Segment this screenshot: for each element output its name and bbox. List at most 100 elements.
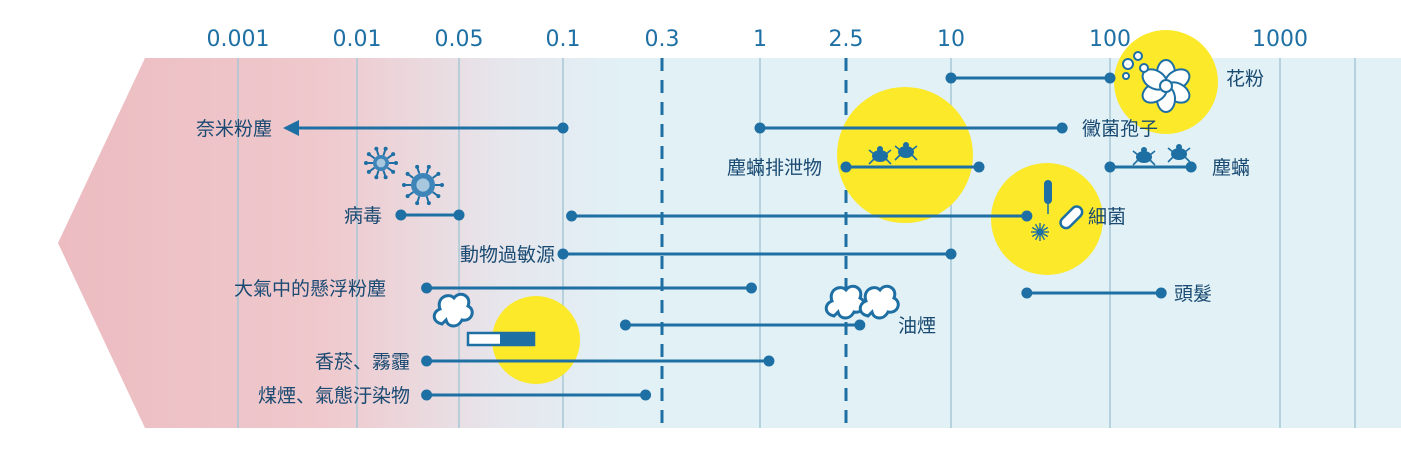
virus-spike-tip: [366, 169, 371, 174]
virus-spike-tip: [383, 146, 388, 151]
cocci-body: [1036, 228, 1044, 236]
range-endpoint: [640, 389, 652, 401]
mite-leg: [894, 145, 901, 151]
virus-spike-tip: [426, 201, 431, 206]
range-label: 大氣中的懸浮粉塵: [234, 278, 386, 300]
range-endpoint: [754, 122, 766, 134]
mite-leg: [911, 145, 918, 151]
range-endpoint: [1104, 161, 1116, 173]
range-endpoint: [1185, 161, 1197, 173]
dust-mite-icon: [894, 142, 918, 161]
virus-spike: [369, 153, 376, 160]
virus-icon: [364, 146, 398, 180]
tick-label: 0.05: [435, 27, 484, 52]
range-row: 黴菌孢子: [754, 118, 1158, 140]
range-label: 細菌: [1088, 206, 1126, 228]
range-endpoint: [557, 122, 569, 134]
range-endpoint: [745, 282, 757, 294]
tick-label: 0.001: [207, 27, 270, 52]
mite-head: [1141, 147, 1147, 153]
pollen-grain: [1139, 63, 1149, 73]
mite-leg: [911, 154, 918, 161]
range-label: 塵蟎排泄物: [727, 157, 822, 179]
bacteria-icon: [1031, 180, 1084, 241]
mite-leg: [885, 149, 892, 155]
range-row: 大氣中的懸浮粉塵: [234, 278, 757, 300]
virus-spike-tip: [374, 175, 379, 180]
range-endpoint: [854, 319, 866, 331]
range-label: 香菸、霧霾: [315, 351, 410, 373]
range-endpoint: [1104, 72, 1116, 84]
mite-leg: [1149, 159, 1156, 166]
virus-spike-tip: [374, 146, 379, 151]
range-endpoint: [1021, 210, 1033, 222]
range-row: 奈米粉塵: [196, 118, 569, 140]
range-label: 花粉: [1226, 68, 1264, 90]
dust-mite-icon: [1132, 147, 1156, 166]
range-arrowhead: [283, 120, 299, 136]
range-label: 油煙: [898, 315, 936, 337]
virus-spike-tip: [391, 169, 396, 174]
mite-leg: [894, 154, 901, 161]
dust-mite-icon: [1167, 144, 1191, 163]
range-endpoint: [1056, 122, 1068, 134]
virus-spike-tip: [440, 183, 444, 187]
mite-head: [903, 142, 909, 148]
puff-shape: [824, 284, 866, 320]
range-endpoint: [395, 209, 407, 221]
range-row: 頭髮: [1021, 283, 1212, 305]
mite-body: [1136, 151, 1152, 163]
tick-label: 0.1: [546, 27, 581, 52]
cigarette-filter: [500, 333, 534, 345]
mite-leg: [1184, 147, 1191, 153]
mite-leg: [1132, 150, 1139, 156]
virus-spike: [425, 196, 430, 203]
pollen-grain: [1122, 58, 1134, 70]
tick-label: 0.3: [645, 27, 680, 52]
tick-label: 1000: [1252, 27, 1308, 52]
flower-center: [1159, 79, 1173, 93]
virus-spike-tip: [436, 171, 441, 176]
range-row: 花粉: [945, 68, 1264, 90]
pollen-grain: [1122, 72, 1130, 80]
tick-label: 100: [1089, 27, 1131, 52]
range-row: 塵蟎: [1104, 157, 1250, 179]
mite-leg: [1132, 159, 1139, 166]
virus-spike-tip: [405, 171, 410, 176]
range-endpoint: [421, 389, 433, 401]
virus-spike-tip: [405, 194, 410, 199]
mite-leg: [1184, 156, 1191, 163]
range-row: 動物過敏源: [460, 244, 957, 266]
mite-leg: [1167, 156, 1174, 163]
virus-spike-tip: [436, 194, 441, 199]
range-endpoint: [840, 161, 852, 173]
range-label: 煤煙、氣態汙染物: [258, 385, 410, 407]
range-label: 病毒: [344, 205, 382, 227]
virus-spike-tip: [415, 164, 420, 169]
highlight-circle: [991, 163, 1103, 275]
dust-mite-icon: [868, 146, 892, 165]
tick-label: 10: [937, 27, 965, 52]
mite-body: [898, 146, 914, 158]
mite-head: [1176, 144, 1182, 150]
capsule-bacterium: [1059, 205, 1084, 230]
range-endpoint: [945, 248, 957, 260]
mite-body: [1171, 148, 1187, 160]
virus-spike-tip: [394, 161, 398, 165]
smoke-puff-icon: [858, 284, 900, 320]
virus-spike-tip: [402, 183, 406, 187]
range-endpoint: [1021, 287, 1033, 299]
range-label: 頭髮: [1174, 283, 1212, 305]
mite-leg: [1167, 147, 1174, 153]
tick-label: 2.5: [829, 27, 864, 52]
flower-pollen-icon: [1122, 51, 1191, 113]
smoke-puff-icon: [432, 292, 474, 328]
tick-label: 0.01: [333, 27, 382, 52]
range-row: 煤煙、氣態汙染物: [258, 385, 652, 407]
range-row: 塵蟎排泄物: [727, 157, 985, 179]
range-endpoint: [421, 282, 433, 294]
range-endpoint: [619, 319, 631, 331]
virus-spike-tip: [383, 175, 388, 180]
